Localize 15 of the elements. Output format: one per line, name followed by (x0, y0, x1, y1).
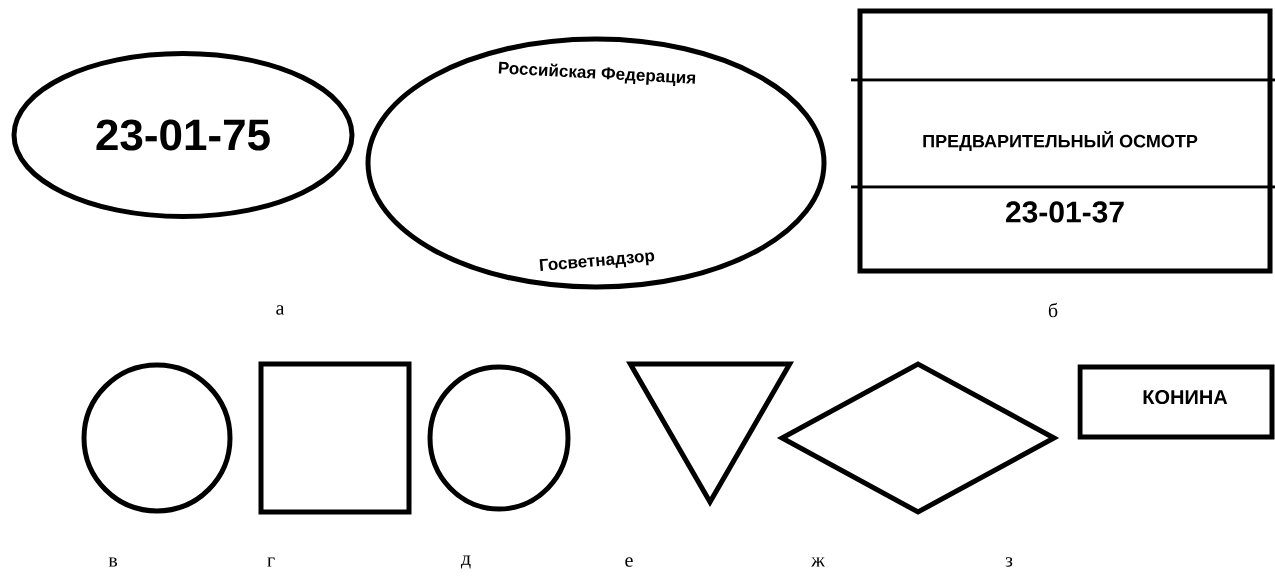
panel-letter: з (1005, 557, 1013, 567)
panel-letter: б (1048, 302, 1058, 318)
stamp-rectangle: КОНИНА (1077, 364, 1275, 440)
panel-letter: е (625, 557, 633, 567)
panel-letter: г (267, 557, 275, 567)
circle-shape (81, 362, 233, 514)
panel-letter: ж (811, 557, 825, 567)
square-shape (258, 361, 412, 515)
stamp-oval: Российская Федерация Госветнадзор (365, 36, 827, 290)
ellipse-shape (427, 364, 571, 512)
panel-letter: в (108, 557, 118, 567)
stamp-rectangle: ПРЕДВАРИТЕЛЬНЫЙ ОСМОТР 23-01-37 (851, 8, 1275, 274)
stamp-oval: 23-01-75 (11, 51, 355, 219)
panel-letter: а (276, 305, 285, 315)
panel-letter: д (460, 555, 471, 569)
